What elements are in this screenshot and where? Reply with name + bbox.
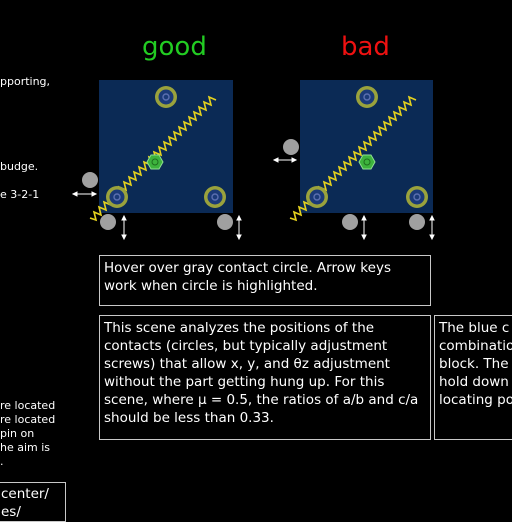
hover-instructions-text: Hover over gray contact circle. Arrow ke…	[104, 260, 391, 294]
bad-locator-top	[356, 86, 378, 108]
right-info-line-5: locating po	[439, 392, 512, 408]
left-info-line-1: center/	[1, 486, 49, 502]
right-info-line-2: combinatio	[439, 338, 512, 354]
left-text-three-two-one: e 3-2-1	[0, 188, 40, 201]
bad-arrow-a	[361, 214, 367, 241]
good-arrow-a	[121, 214, 127, 241]
good-arrow-b	[236, 214, 242, 241]
left-text-located-2: re located	[0, 413, 56, 426]
left-text-aim-is: he aim is	[0, 441, 51, 454]
scene-description-box: This scene analyzes the positions of the…	[99, 315, 431, 440]
good-locator-right	[204, 186, 226, 208]
left-text-dot: .	[0, 455, 4, 468]
bad-clamp-hex	[358, 154, 376, 170]
right-info-line-3: block. The	[439, 356, 509, 372]
left-text-pin-on: pin on	[0, 427, 35, 440]
good-contact-x[interactable]	[82, 172, 98, 188]
left-info-box: center/ es/	[0, 482, 66, 522]
bad-scene	[272, 80, 435, 241]
good-contact-a[interactable]	[100, 214, 116, 230]
bad-locator-right	[406, 186, 428, 208]
bad-contact-b[interactable]	[409, 214, 425, 230]
left-info-line-2: es/	[1, 504, 21, 520]
left-text-budge: budge.	[0, 160, 39, 173]
bad-arrow-b	[429, 214, 435, 241]
good-arrow-x	[71, 191, 98, 197]
bad-contact-a[interactable]	[342, 214, 358, 230]
good-locator-top	[155, 86, 177, 108]
scene-description-text: This scene analyzes the positions of the…	[104, 320, 419, 426]
good-clamp-hex	[146, 154, 164, 170]
right-info-line-4: hold down	[439, 374, 509, 390]
right-info-line-1: The blue c	[439, 320, 510, 336]
bad-contact-x[interactable]	[283, 139, 299, 155]
bad-heading: bad	[341, 32, 390, 62]
left-text-supporting: pporting,	[0, 75, 51, 88]
good-contact-b[interactable]	[217, 214, 233, 230]
bad-arrow-x	[272, 157, 298, 163]
good-heading: good	[142, 32, 207, 62]
right-info-box: The blue c combinatio block. The hold do…	[434, 315, 512, 440]
good-scene	[71, 80, 242, 241]
bad-locator-left	[306, 186, 328, 208]
good-locator-left	[106, 186, 128, 208]
hover-instructions-box: Hover over gray contact circle. Arrow ke…	[99, 255, 431, 306]
left-text-located-1: re located	[0, 399, 56, 412]
